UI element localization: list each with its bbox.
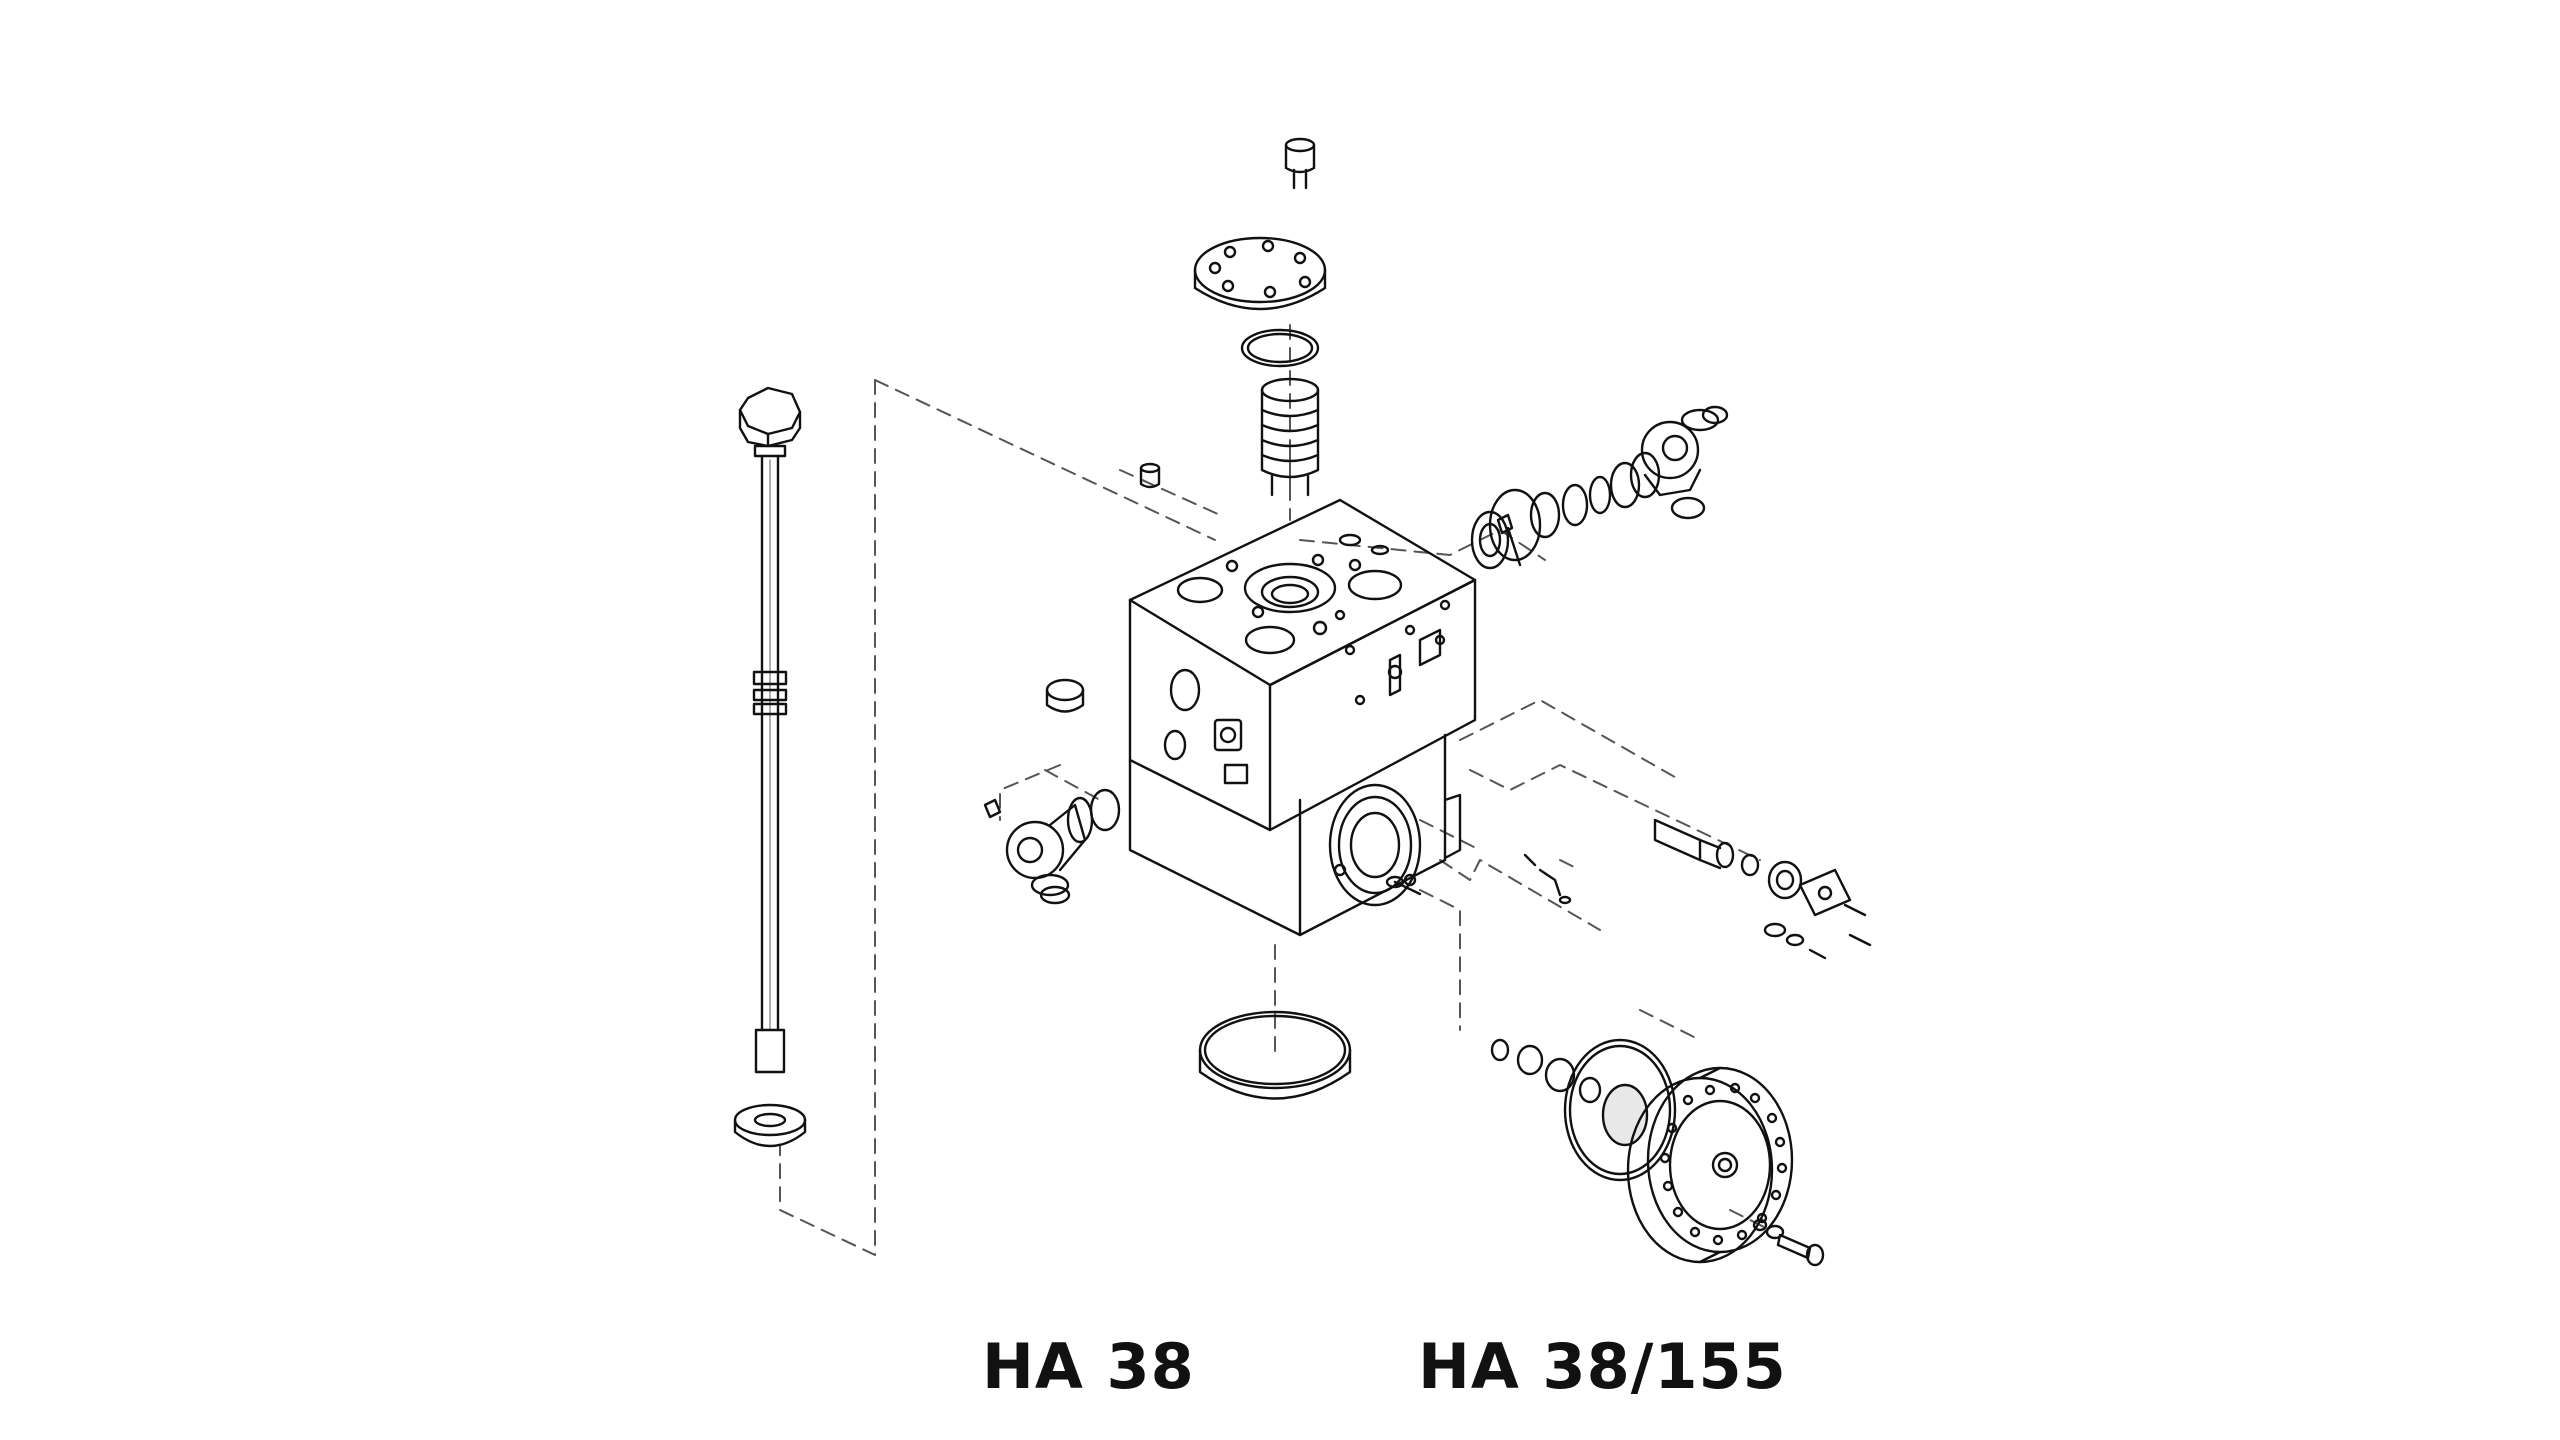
model-captions: HA 38 HA 38/155 (0, 1330, 2560, 1430)
end-cover (1626, 1066, 1794, 1264)
seal-ring-small (1490, 1038, 1602, 1104)
elbow-fitting-left (983, 788, 1121, 905)
assembly-guide-lines (779, 324, 1771, 1256)
cover-o-ring (1240, 328, 1320, 368)
valve-insert-right (1653, 818, 1872, 960)
small-screws (1385, 853, 1572, 905)
cap-screw (1284, 137, 1316, 190)
cartridge-valve (1260, 377, 1320, 497)
valve-block (1128, 498, 1477, 937)
tie-rod-washer (733, 1103, 807, 1148)
caption-ha38-155: HA 38/155 (1418, 1330, 1787, 1403)
seal-ring (1198, 1010, 1352, 1100)
plug-top (1139, 462, 1161, 489)
elbow-fitting-upper (1640, 405, 1729, 520)
end-cover-bolt (1752, 1218, 1825, 1267)
cover-plate (1193, 236, 1327, 311)
plug-left (1045, 678, 1085, 713)
tie-rod (738, 386, 802, 1074)
port-flange-upper (1470, 451, 1661, 570)
caption-ha38: HA 38 (982, 1330, 1195, 1403)
